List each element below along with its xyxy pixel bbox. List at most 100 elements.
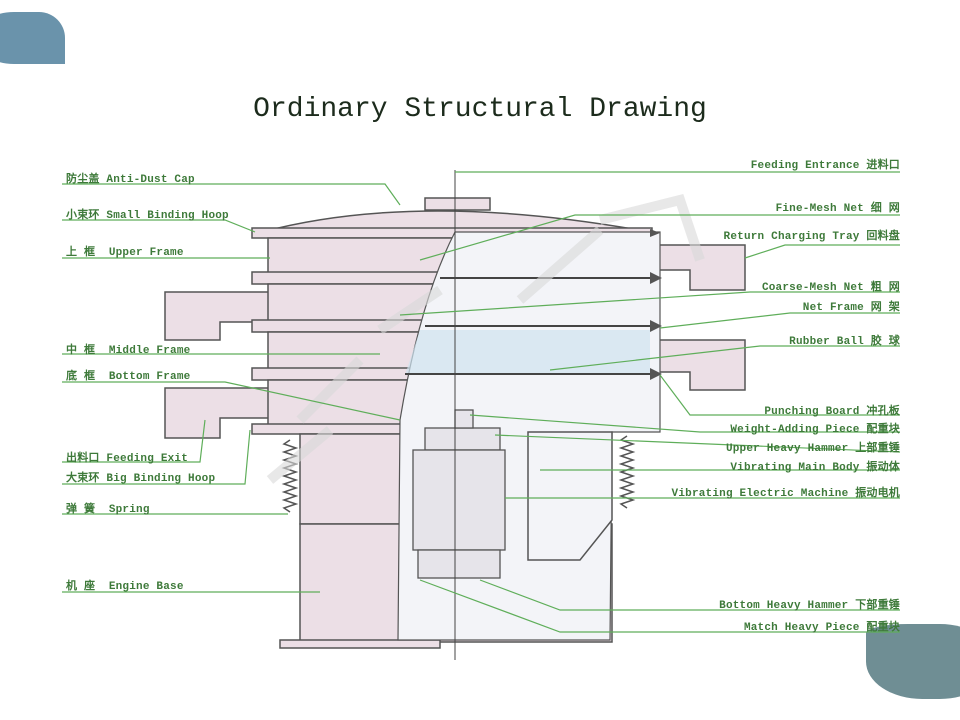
label-en: Anti-Dust Cap [106, 174, 195, 186]
leader-big-binding-hoop [62, 429, 251, 485]
label-zh: 进料口 [866, 160, 900, 172]
label-en: Bottom Frame [108, 371, 191, 383]
label-zh: 粗 网 [870, 282, 900, 294]
label-en: Big Binding Hoop [106, 473, 216, 485]
label-punching-board: Punching Board 冲孔板 [764, 402, 900, 418]
spring-right [618, 435, 636, 509]
label-zh: 振动电机 [855, 488, 900, 500]
label-en: Net Frame [802, 302, 864, 314]
weight-adding-piece [454, 409, 474, 429]
feeding-entrance-collar [424, 197, 491, 211]
label-zh: 小束环 [66, 210, 100, 222]
label-en: Punching Board [764, 406, 860, 418]
label-en: Spring [108, 504, 150, 516]
inner-housing [527, 431, 613, 561]
rim-arrow-3 [650, 368, 662, 380]
label-net-frame: Net Frame 网 架 [803, 298, 900, 314]
label-feeding-exit: 出料口 Feeding Exit [66, 449, 188, 465]
label-en: Weight-Adding Piece [730, 424, 860, 436]
vibrating-electric-machine [412, 449, 506, 551]
decorative-blob-bottom-right [866, 624, 960, 699]
label-zh: 防尘盖 [66, 174, 100, 186]
label-feeding-entrance: Feeding Entrance 进料口 [751, 156, 900, 172]
label-en: Middle Frame [108, 345, 191, 357]
label-en: Upper Frame [108, 247, 184, 259]
label-en: Rubber Ball [789, 336, 864, 348]
leader-coarse-mesh-net [399, 291, 900, 316]
watermark [266, 194, 705, 484]
label-rubber-ball: Rubber Ball 胶 球 [789, 332, 900, 348]
label-en: Upper Heavy Hammer [725, 443, 849, 455]
rim-arrow-2 [650, 320, 662, 332]
label-zh: 上 框 [66, 247, 96, 259]
label-zh: 下部重锤 [855, 600, 900, 612]
leader-match-heavy-piece [419, 579, 900, 633]
cap-arrow [650, 229, 660, 237]
label-zh: 底 框 [66, 371, 96, 383]
base-foot [279, 639, 441, 649]
leader-feeding-exit [62, 419, 206, 463]
label-zh: 振动体 [866, 462, 900, 474]
label-vibrating-electric-machine: Vibrating Electric Machine 振动电机 [672, 484, 900, 500]
label-vibrating-main-body: Vibrating Main Body 振动体 [730, 458, 900, 474]
label-small-binding-hoop: 小束环 Small Binding Hoop [66, 206, 229, 222]
diagram-title: Ordinary Structural Drawing [253, 94, 707, 125]
label-bottom-heavy-hammer: Bottom Heavy Hammer 下部重锤 [719, 596, 900, 612]
label-en: Vibrating Main Body [730, 462, 860, 474]
mesh-blue-zone [405, 330, 650, 375]
label-upper-heavy-hammer: Upper Heavy Hammer 上部重锤 [726, 439, 900, 455]
label-zh: 中 框 [66, 345, 96, 357]
leader-anti-dust-cap [62, 183, 401, 206]
label-en: Feeding Entrance [750, 160, 860, 172]
label-fine-mesh-net: Fine-Mesh Net 细 网 [776, 199, 900, 215]
label-en: Bottom Heavy Hammer [719, 600, 849, 612]
label-coarse-mesh-net: Coarse-Mesh Net 粗 网 [762, 278, 900, 294]
decorative-blob-top-left [0, 12, 65, 64]
leader-weight-adding-piece [469, 414, 900, 433]
leader-return-charging-tray [744, 244, 900, 259]
label-en: Match Heavy Piece [743, 622, 860, 634]
bottom-heavy-hammer [417, 549, 501, 579]
label-upper-frame: 上 框 Upper Frame [66, 243, 184, 259]
label-zh: 大束环 [66, 473, 100, 485]
leader-bottom-frame [62, 381, 401, 421]
leader-fine-mesh-net [419, 214, 900, 261]
label-zh: 配重块 [866, 622, 900, 634]
label-return-charging-tray: Return Charging Tray 回料盘 [724, 227, 900, 243]
spring-left [281, 439, 299, 513]
leader-small-binding-hoop [62, 219, 256, 233]
label-middle-frame: 中 框 Middle Frame [66, 341, 190, 357]
leader-bottom-heavy-hammer [479, 579, 900, 611]
label-zh: 胶 球 [870, 336, 900, 348]
leader-punching-board [659, 374, 900, 416]
label-anti-dust-cap: 防尘盖 Anti-Dust Cap [66, 170, 195, 186]
leader-net-frame [659, 312, 900, 329]
anti-dust-cap [261, 210, 651, 233]
label-zh: 冲孔板 [866, 406, 900, 418]
label-zh: 网 架 [870, 302, 900, 314]
label-en: Coarse-Mesh Net [761, 282, 864, 294]
lower-return-tray [649, 339, 746, 391]
label-zh: 回料盘 [866, 231, 900, 243]
label-engine-base: 机 座 Engine Base [66, 577, 184, 593]
label-en: Vibrating Electric Machine [671, 488, 849, 500]
label-big-binding-hoop: 大束环 Big Binding Hoop [66, 469, 215, 485]
label-en: Return Charging Tray [723, 231, 860, 243]
leader-upper-heavy-hammer [494, 434, 901, 453]
label-en: Feeding Exit [106, 453, 189, 465]
leader-rubber-ball [549, 345, 900, 371]
label-zh: 上部重锤 [855, 443, 900, 455]
label-weight-adding-piece: Weight-Adding Piece 配重块 [730, 420, 900, 436]
label-spring: 弹 簧 Spring [66, 500, 150, 516]
label-en: Engine Base [108, 581, 184, 593]
upper-heavy-hammer [424, 427, 501, 451]
label-zh: 机 座 [66, 581, 96, 593]
label-zh: 出料口 [66, 453, 100, 465]
label-en: Small Binding Hoop [106, 210, 229, 222]
rim-arrow-1 [650, 272, 662, 284]
label-zh: 细 网 [870, 203, 900, 215]
label-match-heavy-piece: Match Heavy Piece 配重块 [744, 618, 900, 634]
label-zh: 配重块 [866, 424, 900, 436]
label-zh: 弹 簧 [66, 504, 96, 516]
